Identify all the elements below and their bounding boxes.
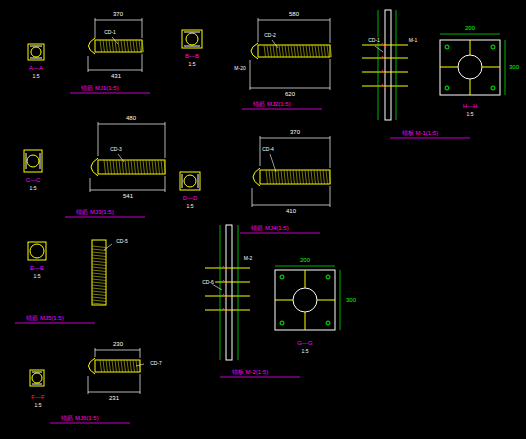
view-caption: C—C [25,177,42,183]
callout-text: CD-5 [115,239,129,244]
view-caption: G—G [296,340,313,346]
caption-underline [15,93,470,423]
callout-text: CD-7 [149,361,163,366]
callout-text: 370 [112,11,124,17]
callout-text: 1:5 [29,186,38,191]
callout-text: CD-4 [261,147,275,152]
callout-text: 1:5 [301,349,310,354]
leader-line [104,37,383,366]
callout-text: M-2 [243,256,254,261]
callout-text: M-1 [408,38,419,43]
view-caption: A—A [28,65,44,71]
callout-text: 1:5 [33,274,42,279]
callout-text: 1:5 [34,403,43,408]
view-caption: H—H [462,103,479,109]
view-caption: B—B [184,53,200,59]
plate-plan [440,34,505,95]
callout-text: 410 [285,208,297,214]
callout-text: 620 [284,91,296,97]
callout-text: CD-3 [109,147,123,152]
callout-text: 1:5 [32,74,41,79]
callout-text: 541 [122,193,134,199]
view-caption: 锚板 M-2(1:5) [231,369,269,375]
callout-text: 1:5 [466,112,475,117]
callout-text: 480 [125,115,137,121]
screw-thread [92,40,332,372]
view-caption: F—F [30,394,45,400]
view-caption: 锚筋 MJ2(1:5) [252,101,291,107]
dimension-text: 300 [508,64,520,70]
dimension-text: 200 [464,25,476,31]
callout-text: 370 [289,129,301,135]
view-caption: 锚筋 MJ1(1:5) [80,85,119,91]
dimension-text: 300 [345,297,357,303]
view-caption: D—D [182,195,199,201]
dimension-line [88,18,330,394]
callout-text: 1:5 [188,62,197,67]
anchor-bar [89,38,331,374]
callout-text: 230 [112,341,124,347]
view-caption: 锚筋 MJ5(1:5) [25,315,64,321]
plate-elevation [205,225,250,360]
callout-text: 231 [108,395,120,401]
callout-text: 1:5 [186,204,195,209]
callout-text: CD-6 [201,280,215,285]
view-caption: 锚筋 MJ3(1:5) [75,209,114,215]
view-caption: E—E [29,265,45,271]
plate-elevation [362,10,408,120]
view-caption: 锚板 M-1(1:5) [401,130,439,136]
view-caption: 锚筋 MJ6(1:5) [60,415,99,421]
section-view [24,30,202,386]
plate-plan [275,266,340,330]
dimension-text: 200 [299,257,311,263]
callout-text: CD-1 [367,38,381,43]
callout-text: CD-1 [103,30,117,35]
callout-text: 580 [288,11,300,17]
callout-text: 431 [110,73,122,79]
callout-text: M-20 [233,66,246,71]
callout-text: CD-2 [263,33,277,38]
view-caption: 锚筋 MJ4(1:5) [250,225,289,231]
